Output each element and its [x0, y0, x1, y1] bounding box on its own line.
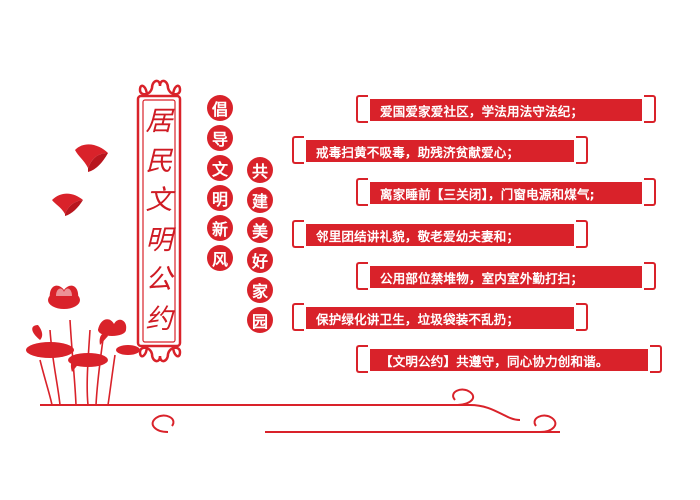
- rule-item: 公用部位禁堆物，室内室外勤打扫；: [356, 262, 656, 290]
- slogan-char: 明: [207, 185, 233, 211]
- slogan-char: 家: [247, 277, 273, 303]
- wave-ornament-icon: [151, 388, 557, 433]
- rule-item: 戒毒扫黄不吸毒，助残济贫献爱心；: [292, 136, 588, 164]
- rule-item: 【文明公约】共遵守，同心协力创和谐。: [356, 345, 662, 373]
- slogan-char: 好: [247, 247, 273, 273]
- title-char: 民: [145, 145, 173, 177]
- rule-item: 离家睡前【三关闭】，门窗电源和煤气;: [356, 178, 656, 206]
- rule-item: 邻里团结讲礼貌，敬老爱幼夫妻和；: [292, 220, 588, 248]
- slogan-char: 园: [247, 307, 273, 333]
- slogan-char: 共: [247, 157, 273, 183]
- bird-icon: [75, 144, 108, 172]
- slogan-char: 倡: [207, 95, 233, 121]
- ground-lines: [40, 404, 560, 433]
- rule-text: 邻里团结讲礼貌，敬老爱幼夫妻和；: [316, 228, 520, 244]
- slogan-char: 新: [207, 215, 233, 241]
- slogan-char: 风: [207, 245, 233, 271]
- slogan-column-a: 倡 导 文 明 新 风: [207, 95, 233, 271]
- slogan-char: 文: [207, 155, 233, 181]
- main-title: 居 民 文 明 公 约: [140, 108, 178, 333]
- title-char: 约: [145, 303, 173, 335]
- title-char: 明: [145, 224, 173, 256]
- title-char: 公: [145, 264, 173, 296]
- slogan-char: 美: [247, 217, 273, 243]
- slogan-char: 建: [247, 187, 273, 213]
- scroll-ornament-icon: [136, 79, 182, 363]
- rule-text: 保护绿化讲卫生，垃圾袋装不乱扔；: [316, 311, 520, 327]
- slogan-char: 导: [207, 125, 233, 151]
- rule-text: 离家睡前【三关闭】，门窗电源和煤气;: [380, 186, 595, 202]
- lotus-flower: [26, 285, 140, 372]
- rule-text: 戒毒扫黄不吸毒，助残济贫献爱心；: [316, 144, 520, 160]
- title-char: 居: [145, 106, 173, 137]
- bird-icon: [52, 193, 83, 216]
- rule-text: 【文明公约】共遵守，同心协力创和谐。: [380, 353, 609, 369]
- rule-item: 保护绿化讲卫生，垃圾袋装不乱扔；: [292, 303, 588, 331]
- title-char: 文: [145, 185, 173, 217]
- rule-item: 爱国爱家爱社区，学法用法守法纪；: [356, 95, 656, 123]
- slogan-column-b: 共 建 美 好 家 园: [247, 157, 273, 333]
- rule-text: 爱国爱家爱社区，学法用法守法纪；: [380, 103, 584, 119]
- rule-text: 公用部位禁堆物，室内室外勤打扫；: [380, 270, 584, 286]
